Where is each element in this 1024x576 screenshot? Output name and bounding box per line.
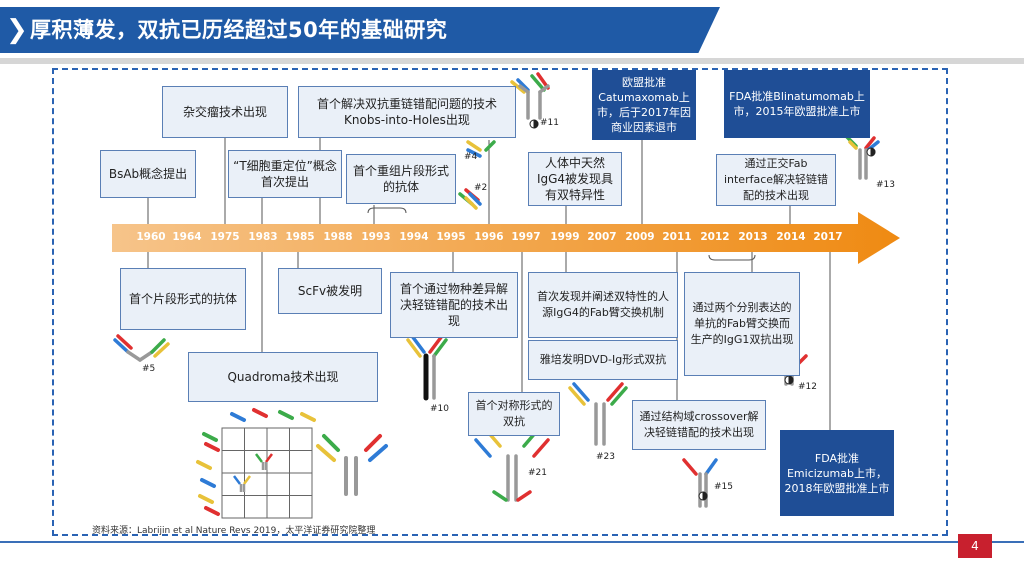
event-two-monoclonal: 通过两个分别表达的单抗的Fab臂交换而生产的IgG1双抗出现 — [684, 272, 800, 376]
structure-label: #2 — [474, 183, 488, 193]
year-label: 1996 — [474, 231, 504, 243]
quadroma-antibodies — [233, 453, 273, 492]
event-knobs-into-holes: 首个解决双抗重链错配问题的技术Knobs-into-Holes出现 — [298, 86, 516, 138]
half-circle-markers — [529, 119, 876, 501]
year-label: 2007 — [587, 231, 617, 243]
event-first-symmetric: 首个对称形式的双抗 — [468, 392, 560, 436]
year-label: 1999 — [550, 231, 580, 243]
structure-label: #23 — [596, 452, 615, 462]
year-label: 1985 — [285, 231, 315, 243]
structure-label: #11 — [540, 118, 559, 128]
year-label: 1997 — [511, 231, 541, 243]
event-blinatumomab: FDA批准Blinatumomab上市，2015年欧盟批准上市 — [724, 70, 870, 138]
structure-label: #5 — [142, 364, 156, 374]
quadroma-grid — [221, 427, 313, 519]
year-label: 1964 — [172, 231, 202, 243]
event-hybridoma: 杂交瘤技术出现 — [162, 86, 288, 138]
year-label: 1993 — [361, 231, 391, 243]
timeline-arrow — [112, 212, 900, 264]
structure-label: #13 — [876, 180, 895, 190]
structure-label: #10 — [430, 404, 449, 414]
event-scfv: ScFv被发明 — [278, 268, 382, 314]
year-label: 2017 — [813, 231, 843, 243]
title-bar — [0, 7, 720, 53]
event-first-fragment: 首个片段形式的抗体 — [120, 268, 246, 330]
year-label: 2009 — [625, 231, 655, 243]
event-catumaxomab: 欧盟批准Catumaxomab上市，后于2017年因商业因素退市 — [592, 70, 696, 140]
year-label: 1960 — [136, 231, 166, 243]
quadroma-output — [316, 434, 388, 496]
event-emicizumab: FDA批准Emicizumab上市，2018年欧盟批准上市 — [780, 430, 894, 516]
structure-label: #15 — [714, 482, 733, 492]
structure-label: #21 — [528, 468, 547, 478]
year-label: 1994 — [399, 231, 429, 243]
footer-rule — [0, 541, 1024, 543]
year-label: 1983 — [248, 231, 278, 243]
event-orthogonal-fab: 通过正交Fab interface解决轻链错配的技术出现 — [716, 154, 836, 206]
diagram-frame — [52, 68, 948, 536]
chevron-right-icon: ❯ — [6, 15, 28, 45]
event-fab-arm-exchange: 首次发现并阐述双特性的人源IgG4的Fab臂交换机制 — [528, 272, 678, 338]
event-crossover: 通过结构域crossover解决轻链错配的技术出现 — [632, 400, 766, 450]
structure-label: #12 — [798, 382, 817, 392]
event-species-difference: 首个通过物种差异解决轻链错配的技术出现 — [390, 272, 518, 338]
event-t-cell-redirect: “T细胞重定位”概念首次提出 — [228, 150, 342, 198]
year-label: 2014 — [776, 231, 806, 243]
year-label: 2013 — [738, 231, 768, 243]
year-label: 2011 — [662, 231, 692, 243]
event-igg4-natural: 人体中天然IgG4被发现具有双特异性 — [528, 152, 622, 206]
year-label: 2012 — [700, 231, 730, 243]
event-bsab-concept: BsAb概念提出 — [100, 150, 196, 198]
page-title: 厚积薄发，双抗已历经超过50年的基础研究 — [30, 18, 448, 42]
event-dvd-ig: 雅培发明DVD-Ig形式双抗 — [528, 340, 678, 380]
year-label: 1975 — [210, 231, 240, 243]
page-number: 4 — [958, 534, 992, 558]
event-first-recombinant-fragment: 首个重组片段形式的抗体 — [346, 154, 456, 204]
title-underline — [0, 58, 1024, 64]
quadroma-pills — [196, 408, 316, 516]
event-quadroma: Quadroma技术出现 — [188, 352, 378, 402]
year-label: 1995 — [436, 231, 466, 243]
year-label: 1988 — [323, 231, 353, 243]
structure-label: #4 — [464, 152, 478, 162]
source-note: 资料来源：Labrijin et al Nature Revs 2019，太平洋… — [92, 526, 376, 536]
